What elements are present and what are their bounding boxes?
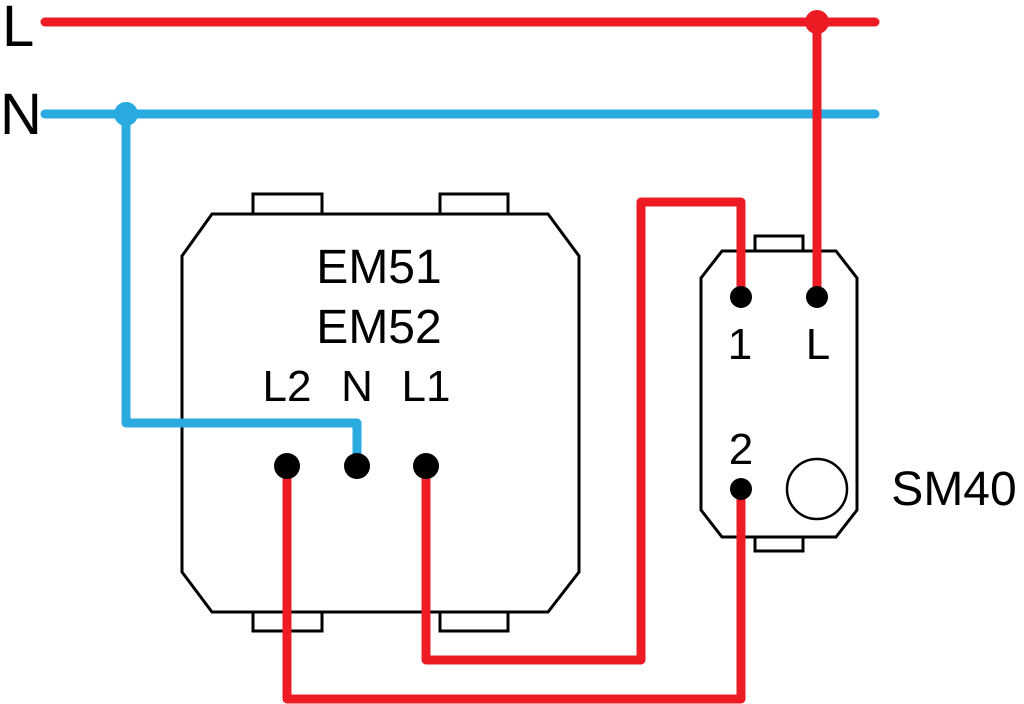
- sm-terminal-label-1: 1: [728, 320, 752, 369]
- em-terminal-dot-l1: [413, 453, 439, 479]
- em-device-body: [180, 212, 581, 614]
- em-model-label-bottom: EM52: [316, 301, 441, 354]
- em-terminal-dot-n: [344, 453, 370, 479]
- em-terminal-label-n: N: [341, 362, 373, 411]
- em-terminal-label-l2: L2: [263, 362, 312, 411]
- sm-device: 1 L 2 SM40: [699, 234, 1017, 553]
- sm-terminal-label-2: 2: [729, 425, 753, 474]
- em-terminal-label-l1: L1: [402, 362, 451, 411]
- sm-terminal-dot-2: [730, 478, 752, 500]
- em-model-label-top: EM51: [316, 241, 441, 294]
- sm-device-name-label: SM40: [891, 463, 1016, 516]
- sm-mount-tab-top: [753, 234, 805, 253]
- em-mount-tab-bottom-right: [438, 609, 510, 633]
- sm-terminal-dot-l: [806, 286, 828, 308]
- sm-knob: [785, 457, 849, 521]
- wire-l1-to-sm-terminal-1: [421, 197, 746, 665]
- em-mount-tab-top-right: [438, 192, 510, 216]
- wire-l2-to-sm-terminal-2: [282, 466, 746, 704]
- neutral-bus-label: N: [0, 82, 42, 147]
- em-device: EM51 EM52 L2 N L1: [180, 192, 581, 633]
- sm-terminal-label-l: L: [806, 320, 830, 369]
- sm-terminal-dot-1: [730, 286, 752, 308]
- live-bus-label: L: [2, 0, 34, 59]
- sm-mount-tab-bottom: [753, 535, 805, 553]
- live-junction-dot: [805, 10, 829, 34]
- neutral-branch-wire: [121, 114, 362, 466]
- em-mount-tab-top-left: [251, 192, 324, 216]
- em-terminal-dot-l2: [274, 453, 300, 479]
- neutral-junction-dot: [114, 102, 138, 126]
